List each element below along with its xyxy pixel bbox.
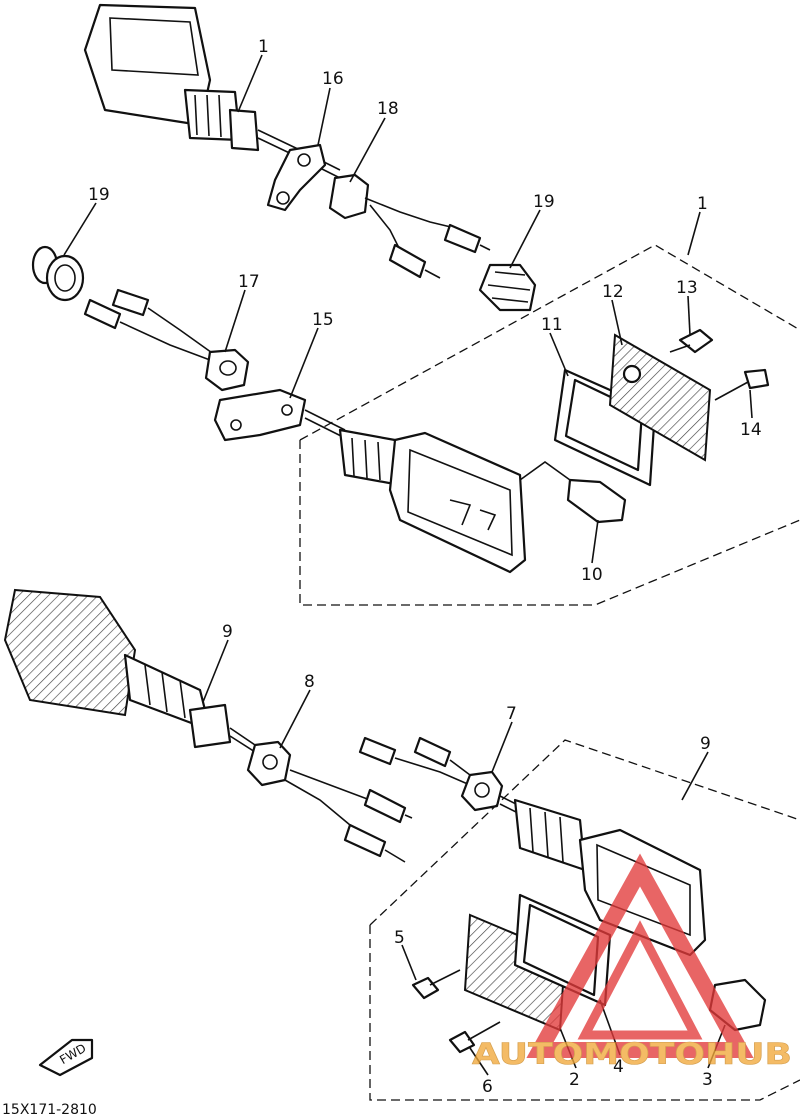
cap-19-right — [478, 263, 537, 312]
dashed-group-2 — [369, 739, 800, 1101]
grommet-17 — [204, 348, 250, 392]
callout-17: 17 — [238, 272, 260, 292]
dashed-group-1 — [299, 244, 800, 606]
callout-15: 15 — [312, 310, 334, 330]
turn-signal-rear-left — [3, 588, 256, 753]
turn-signal-front-right — [304, 409, 527, 574]
callout-14: 14 — [740, 420, 762, 440]
callout-4: 4 — [613, 1057, 624, 1077]
callout-6: 6 — [482, 1077, 493, 1097]
callout-1: 1 — [258, 37, 269, 57]
bracket-15 — [213, 388, 307, 442]
grommet-8 — [246, 740, 371, 826]
screw-5 — [411, 969, 461, 1000]
screw-14 — [714, 368, 770, 401]
connectors-lower-right — [358, 736, 471, 786]
drawing-code: 15X171-2810 — [2, 1102, 97, 1117]
callout-2: 2 — [569, 1070, 580, 1090]
warning-triangle-logo — [526, 853, 754, 1058]
callout-19: 19 — [533, 192, 555, 212]
screw-6 — [448, 1021, 501, 1054]
connectors-lower-left — [343, 788, 413, 863]
bulb-10 — [519, 461, 627, 524]
callout-11: 11 — [541, 315, 563, 335]
callout-labels: 1 16 18 19 19 1 17 15 12 13 11 14 10 9 8… — [88, 37, 762, 1097]
callout-7: 7 — [506, 704, 517, 724]
fwd-arrow-icon: FWD — [38, 1038, 94, 1077]
grommet-18 — [328, 173, 456, 251]
grommet-7 — [460, 770, 504, 812]
callout-9: 9 — [700, 734, 711, 754]
cap-19-left — [31, 245, 85, 302]
callout-1: 1 — [697, 194, 708, 214]
connector-upper — [388, 223, 491, 279]
callout-19: 19 — [88, 185, 110, 205]
callout-16: 16 — [322, 69, 344, 89]
watermark: AUTOMOTOHUB — [472, 853, 792, 1071]
callout-3: 3 — [702, 1070, 713, 1090]
callout-8: 8 — [304, 672, 315, 692]
callout-5: 5 — [394, 928, 405, 948]
callout-10: 10 — [581, 565, 603, 585]
screw-13 — [669, 328, 714, 354]
bracket-16 — [266, 143, 327, 212]
callout-18: 18 — [377, 99, 399, 119]
callout-13: 13 — [676, 278, 698, 298]
lens-12 — [608, 333, 712, 462]
callout-9: 9 — [222, 622, 233, 642]
callout-12: 12 — [602, 282, 624, 302]
watermark-text: AUTOMOTOHUB — [472, 1037, 792, 1071]
wiring-middle — [83, 288, 216, 361]
